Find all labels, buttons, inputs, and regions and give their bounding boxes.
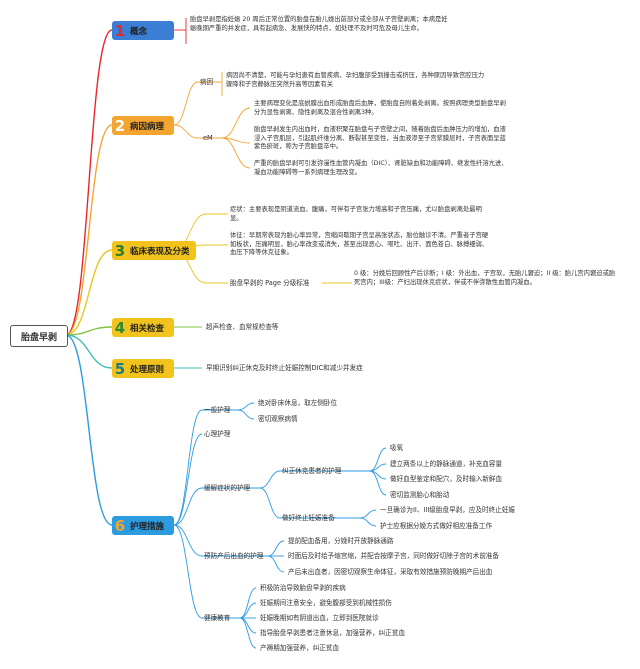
education-item-5: 产褥期加强营养，纠正贫血: [260, 644, 340, 652]
pathology-text-2: 胎盘早剥发生内出血时，血液积聚在胎盘与子宫壁之间，随着胎盘后血肿压力的增加，血液…: [254, 126, 506, 151]
shock-item-4: 密切监测胎心和胎动: [390, 491, 450, 499]
education-item-3: 妊娠晚期如有阴道出血，立即到医院就诊: [260, 614, 379, 622]
pathology-label: eM: [203, 134, 213, 142]
education-label: 健康教育: [204, 614, 231, 622]
section-number: 1: [114, 21, 126, 40]
principle-text: 早期识别纠正休克及时终止妊娠控制DIC和减少并发症: [206, 364, 363, 372]
shock-item-3: 做好血型鉴定和配穴，及时输入新鲜血: [390, 475, 503, 483]
cause-label: 病因: [200, 78, 214, 86]
symptom-text: 症状：主要表现是阴道流血、腹痛，可伴有子宫张力增高和子宫压痛，尤以胎盘剥离处最明…: [230, 206, 482, 222]
pathology-text-1: 主要病理变化是底蜕膜出血形成胎盘后血肿，使胎盘自附着处剥离。按照病理类型胎盘早剥…: [254, 100, 506, 116]
section-5-principles[interactable]: 5 处理原则: [112, 359, 174, 378]
symptom-care-label: 缓解症状的护理: [204, 484, 251, 492]
section-2-etiology[interactable]: 2 病因病理: [112, 116, 174, 135]
education-item-4: 指导胎盘早剥患者注意休息，加强营养，纠正贫血: [260, 629, 406, 637]
section-4-exams[interactable]: 4 相关检查: [112, 318, 174, 337]
section-label: 概念: [130, 26, 148, 37]
section-1-concept[interactable]: 1 概念: [112, 21, 174, 40]
section-3-clinical[interactable]: 3 临床表现及分类: [112, 241, 196, 260]
education-item-2: 妊娠期间注意安全，避免腹部受到机械性损伤: [260, 599, 392, 607]
psych-care-label: 心理护理: [204, 430, 231, 438]
pph-care-label: 预防产后出血的护理: [204, 552, 264, 560]
shock-care-label: 纠正休克患者的护理: [282, 467, 342, 475]
section-number: 3: [114, 241, 126, 260]
section-label: 临床表现及分类: [130, 246, 190, 257]
section-number: 5: [114, 359, 126, 378]
section-label: 护理措施: [130, 521, 165, 532]
education-item-1: 积极防治导致胎盘早剥的疾病: [260, 584, 346, 592]
section-6-nursing[interactable]: 6 护理措施: [112, 516, 174, 535]
concept-text: 胎盘早剥是指妊娠 20 周后正常位置的胎盘在胎儿娩出前部分或全部从子宫壁剥离；本…: [190, 16, 448, 32]
general-care-label: 一般护理: [204, 406, 231, 414]
pph-item-3: 产后未出血者，因密切观察生命体征，采取有效措施预防晚期产后出血: [288, 568, 493, 576]
section-label: 处理原则: [130, 364, 165, 375]
shock-item-2: 建立两条以上的静脉通道，补充血容量: [390, 460, 503, 468]
section-number: 2: [114, 116, 126, 135]
grade-text: 0 级：分娩后回顾性产后诊断；I 级：外出血，子宫软，无胎儿窘迫；II 级：胎儿…: [354, 270, 616, 286]
cause-text: 病因尚不清楚，可能与孕妇患有血管疾病、孕妇腹部受到撞击或挤压，各种原因导致宫腔压…: [226, 72, 485, 88]
root-node[interactable]: 胎盘早剥: [10, 325, 68, 347]
exam-text: 超声检查、血常规检查等: [206, 323, 279, 331]
termination-item-2: 护士应根据分娩方式做好相应准备工作: [380, 522, 493, 530]
sign-text: 体征：早期常表现为胎心率异常，宫缩间歇期子宫呈高张状态，胎位触诊不清。严重者子宫…: [230, 232, 489, 257]
section-number: 4: [114, 318, 126, 337]
general-item-1: 绝对卧床休息，取左侧卧位: [258, 399, 338, 407]
pathology-text-3: 严重的胎盘早剥可引发弥漫性血管内凝血（DIC）、肾脏缺血和功能障碍、继发性纤溶亢…: [254, 160, 508, 176]
section-number: 6: [114, 516, 126, 535]
termination-item-1: 一旦确诊为II、III级胎盘早剥，应及时终止妊娠: [380, 506, 516, 514]
section-label: 相关检查: [130, 323, 165, 334]
pph-item-1: 提前配血备用，分娩时开放静脉通路: [288, 537, 394, 545]
section-label: 病因病理: [130, 121, 165, 132]
pph-item-2: 时面后及时给予缩宫缩，并配合按摩子宫，同时做好切除子宫的术前准备: [288, 552, 499, 560]
shock-item-1: 吸氧: [390, 444, 404, 452]
general-item-2: 密切观察病情: [258, 415, 298, 423]
termination-label: 做好终止妊娠准备: [282, 514, 335, 522]
grade-label: 胎盘早剥的 Page 分级标准: [230, 279, 310, 287]
